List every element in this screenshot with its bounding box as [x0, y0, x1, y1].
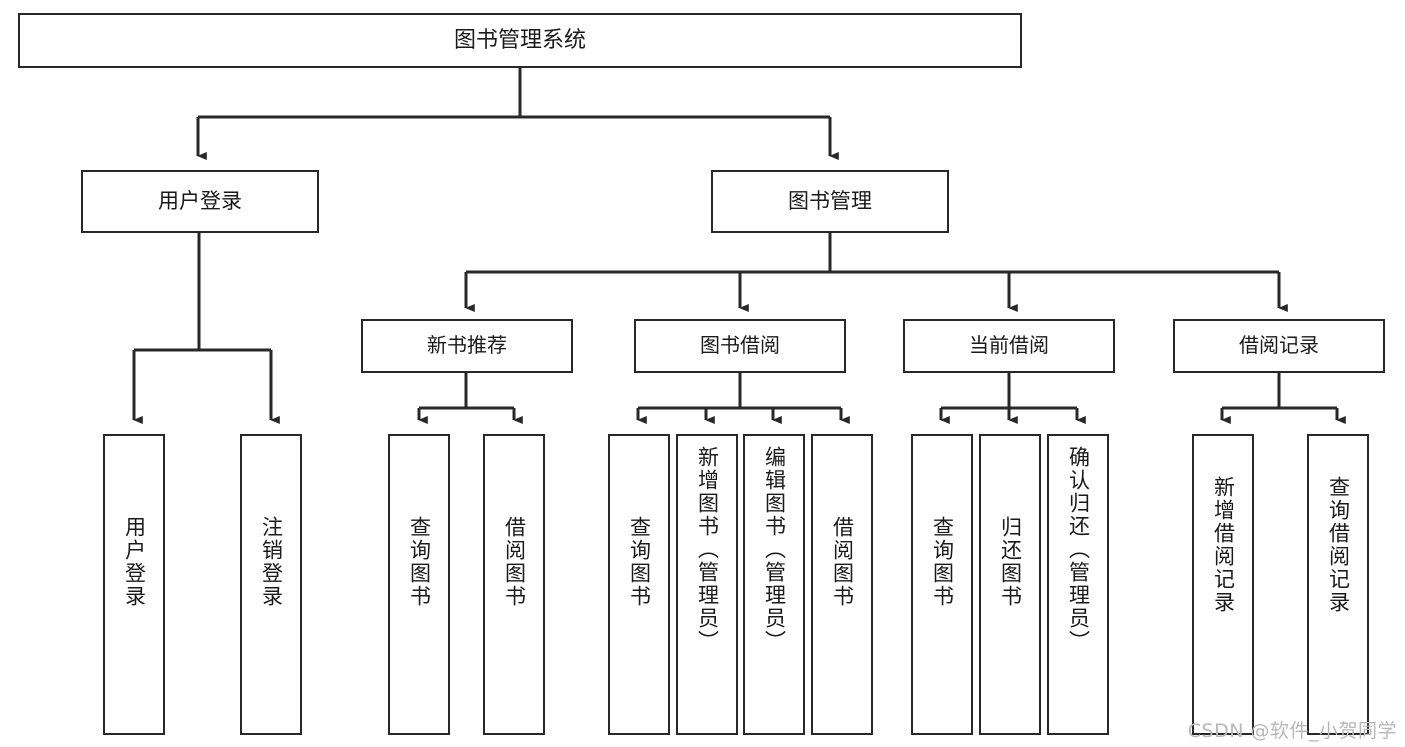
node-label: 新增借阅记录	[1211, 476, 1236, 614]
node-leaf-query-record[interactable]: 查询借阅记录	[1307, 434, 1369, 735]
node-label: 归还图书	[998, 516, 1023, 608]
node-label: 查询图书	[930, 516, 955, 608]
node-leaf-borrow-book-2[interactable]: 借阅图书	[811, 434, 873, 735]
node-leaf-return-book[interactable]: 归还图书	[979, 434, 1041, 735]
node-label: 当前借阅	[969, 333, 1049, 358]
node-label: 图书管理	[788, 189, 872, 214]
node-leaf-user-login[interactable]: 用户登录	[103, 434, 165, 735]
node-leaf-query-book-3[interactable]: 查询图书	[911, 434, 973, 735]
node-new-book-recommend[interactable]: 新书推荐	[361, 319, 573, 373]
node-book-manage[interactable]: 图书管理	[711, 170, 949, 233]
node-label: 借阅图书	[830, 516, 855, 608]
node-current-borrow[interactable]: 当前借阅	[903, 319, 1115, 373]
node-label: 编辑图书（管理员）	[762, 446, 787, 653]
node-label: 借阅图书	[502, 516, 527, 608]
node-label: 用户登录	[122, 516, 147, 608]
node-leaf-query-book-1[interactable]: 查询图书	[388, 434, 450, 735]
node-label: 查询借阅记录	[1326, 476, 1351, 614]
node-leaf-add-record[interactable]: 新增借阅记录	[1192, 434, 1254, 735]
node-leaf-query-book-2[interactable]: 查询图书	[608, 434, 670, 735]
node-label: 借阅记录	[1239, 333, 1319, 358]
node-user-login[interactable]: 用户登录	[81, 170, 319, 233]
node-label: 新书推荐	[427, 333, 507, 358]
node-label: 新增图书（管理员）	[695, 446, 720, 653]
node-label: 用户登录	[158, 189, 242, 214]
node-label: 图书借阅	[700, 333, 780, 358]
node-root-book-management-system[interactable]: 图书管理系统	[18, 13, 1022, 68]
node-label: 注销登录	[259, 516, 284, 608]
node-book-borrow[interactable]: 图书借阅	[634, 319, 846, 373]
node-leaf-add-book[interactable]: 新增图书（管理员）	[676, 434, 738, 735]
node-leaf-borrow-book-1[interactable]: 借阅图书	[483, 434, 545, 735]
node-leaf-edit-book[interactable]: 编辑图书（管理员）	[743, 434, 805, 735]
node-borrow-record[interactable]: 借阅记录	[1173, 319, 1385, 373]
node-label: 查询图书	[627, 516, 652, 608]
node-label: 确认归还（管理员）	[1066, 446, 1091, 653]
node-label: 查询图书	[407, 516, 432, 608]
node-leaf-confirm-return[interactable]: 确认归还（管理员）	[1047, 434, 1109, 735]
node-label: 图书管理系统	[453, 27, 586, 53]
node-leaf-user-logout[interactable]: 注销登录	[240, 434, 302, 735]
watermark-credit: CSDN @软件_小贺同学	[1187, 720, 1397, 742]
